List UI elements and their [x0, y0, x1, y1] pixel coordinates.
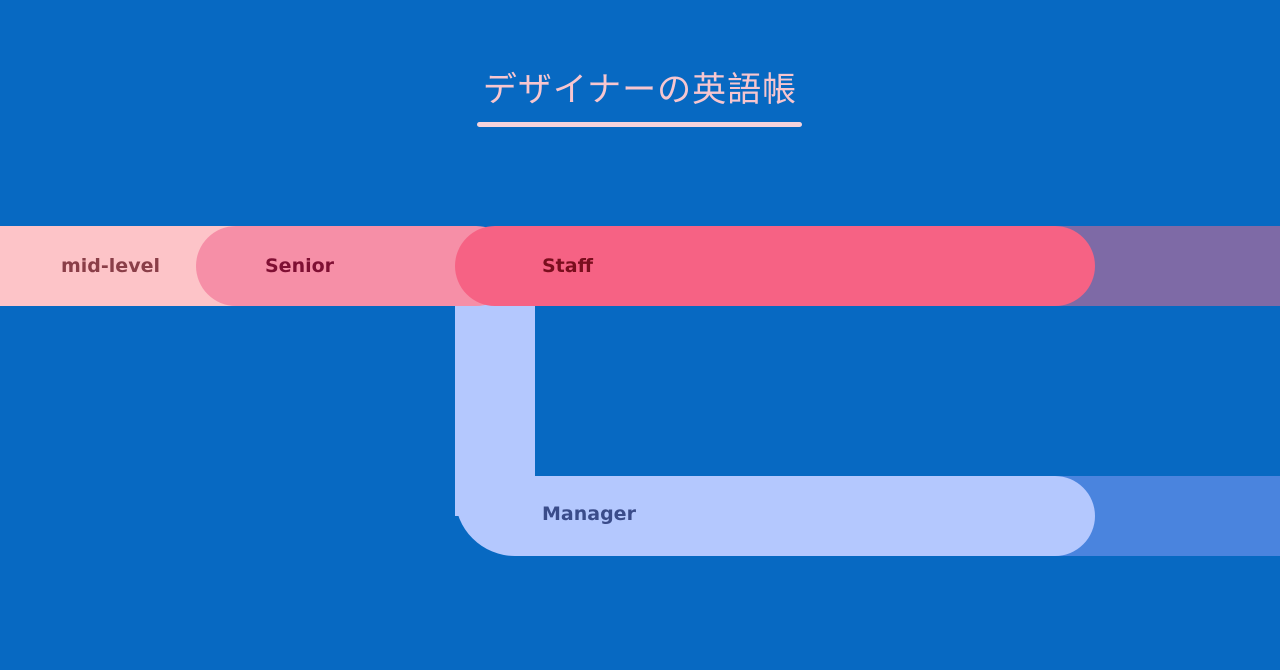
- staff-label: Staff: [542, 255, 593, 277]
- page-title: デザイナーの英語帳: [482, 70, 798, 110]
- mid-level-label: mid-level: [61, 255, 160, 277]
- manager-track: [455, 476, 1095, 556]
- manager-label: Manager: [542, 503, 636, 525]
- senior-label: Senior: [265, 255, 335, 277]
- title-underline: [477, 122, 802, 127]
- manager-branch-connector: [455, 266, 535, 516]
- staff-track: [455, 226, 1095, 306]
